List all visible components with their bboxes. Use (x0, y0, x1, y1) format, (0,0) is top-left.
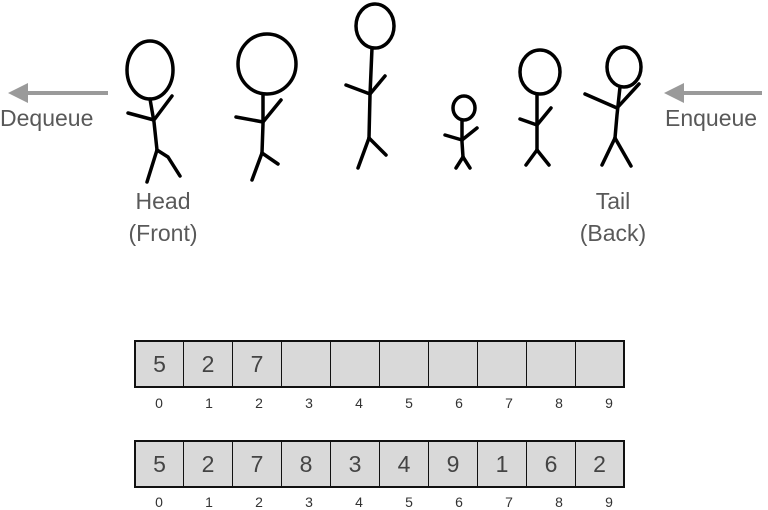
array-index: 3 (305, 395, 313, 411)
array-cell: 7 (232, 340, 282, 388)
dequeue-arrow-icon (8, 83, 108, 103)
array-cell: 8 (281, 440, 331, 488)
array-index: 1 (205, 494, 213, 510)
enqueue-arrow-icon (664, 83, 762, 103)
array-index: 6 (455, 395, 463, 411)
array-full: 5 2 7 8 3 4 9 1 6 2 (134, 440, 634, 488)
array-index: 8 (555, 395, 563, 411)
array-cell: 3 (330, 440, 380, 488)
stick-figure-head-icon (125, 39, 182, 184)
stick-figure-child-icon (443, 94, 479, 170)
array-cell (428, 340, 478, 388)
array-cell (526, 340, 576, 388)
array-cell: 2 (575, 440, 625, 488)
array-cell: 6 (526, 440, 576, 488)
array-index: 8 (555, 494, 563, 510)
head-label-line2: (Front) (128, 219, 198, 246)
tail-label: Tail (Back) (563, 186, 663, 249)
array-index: 0 (155, 494, 163, 510)
array-cell: 2 (183, 340, 233, 388)
array-cell (477, 340, 527, 388)
array-partial: 5 2 7 (134, 340, 634, 388)
array-index: 9 (605, 395, 613, 411)
tail-label-line2: (Back) (579, 219, 647, 246)
enqueue-label: Enqueue (665, 105, 758, 131)
array-cell: 4 (379, 440, 429, 488)
stick-figure-icon (518, 48, 562, 167)
array-full-indices: 0 1 2 3 4 5 6 7 8 9 (134, 494, 634, 510)
array-index: 9 (605, 494, 613, 510)
array-cell (281, 340, 331, 388)
dequeue-label: Dequeue (0, 105, 94, 131)
array-index: 3 (305, 494, 313, 510)
stick-figure-tail-icon (583, 45, 643, 168)
array-cell: 5 (134, 340, 184, 388)
array-cell (379, 340, 429, 388)
array-cell: 1 (477, 440, 527, 488)
array-cell: 7 (232, 440, 282, 488)
stick-figure-icon (234, 32, 298, 182)
array-cell: 5 (134, 440, 184, 488)
array-cell: 9 (428, 440, 478, 488)
head-label: Head (Front) (113, 186, 213, 249)
stick-figure-icon (344, 2, 396, 170)
array-index: 2 (255, 395, 263, 411)
array-index: 4 (355, 395, 363, 411)
array-index: 2 (255, 494, 263, 510)
array-index: 4 (355, 494, 363, 510)
array-index: 6 (455, 494, 463, 510)
array-index: 7 (505, 494, 513, 510)
array-cell: 2 (183, 440, 233, 488)
array-cell (575, 340, 625, 388)
array-cell (330, 340, 380, 388)
array-partial-indices: 0 1 2 3 4 5 6 7 8 9 (134, 395, 634, 411)
head-label-line1: Head (135, 188, 191, 214)
array-index: 5 (405, 494, 413, 510)
tail-label-line1: Tail (595, 188, 631, 214)
array-index: 7 (505, 395, 513, 411)
array-index: 1 (205, 395, 213, 411)
array-index: 0 (155, 395, 163, 411)
array-index: 5 (405, 395, 413, 411)
